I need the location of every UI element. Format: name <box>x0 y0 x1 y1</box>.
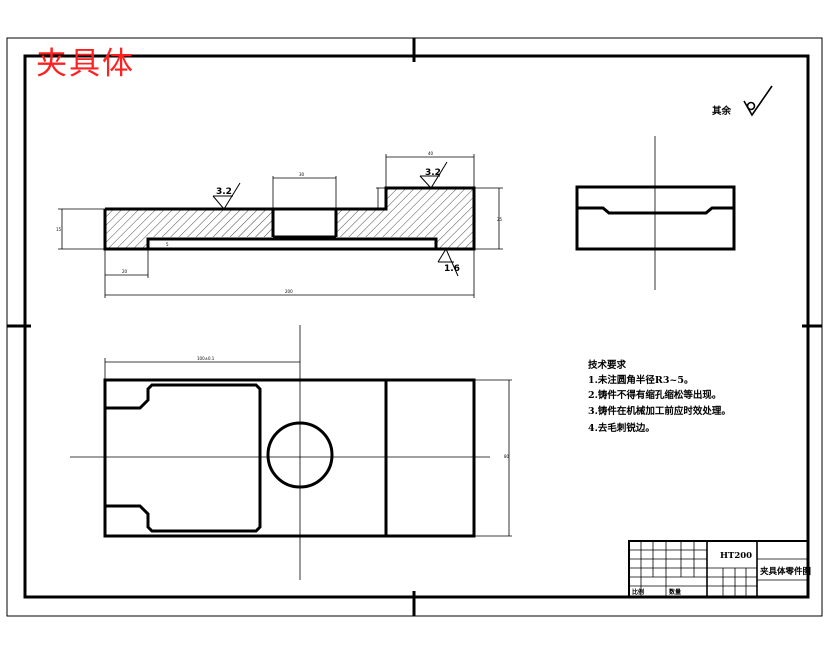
dim-overall-length: 200 <box>285 289 293 294</box>
tech-req-item-3: 3.铸件在机械加工前应时效处理。 <box>588 405 731 417</box>
general-roughness-note: 其余 <box>712 85 773 117</box>
technical-requirements: 技术要求 1.未注圆角半径R3~5。 2.铸件不得有缩孔缩松等出现。 3.铸件在… <box>588 359 731 434</box>
roughness-bottom: 1.6 <box>444 264 460 274</box>
title-block-material: HT200 <box>720 551 752 561</box>
dim-inner-groove: 5 <box>166 242 169 247</box>
roughness-general-label: 其余 <box>712 105 732 117</box>
front-section-view: 30 40 15 25 20 200 5 3.2 3.2 1.6 <box>56 151 503 298</box>
tech-req-item-2: 2.铸件不得有缩孔缩松等出现。 <box>588 389 721 401</box>
tech-req-heading: 技术要求 <box>588 359 627 371</box>
dim-plan-offset: 100±0.1 <box>197 356 215 361</box>
title-block-misc-1: 比例 <box>632 588 644 596</box>
roughness-symbol-icon <box>743 85 773 117</box>
tech-req-item-1: 1.未注圆角半径R3~5。 <box>588 374 694 386</box>
roughness-top-right: 3.2 <box>425 168 441 178</box>
drawing-frame <box>23 54 810 599</box>
drawing-stamp-title: 夹具体 <box>36 46 135 82</box>
roughness-symbol-icon <box>212 161 459 277</box>
roughness-top-left: 3.2 <box>216 187 232 197</box>
dim-step-width: 40 <box>428 151 434 156</box>
title-block-drawing-name: 夹具体零件图 <box>760 566 811 577</box>
dim-right-height: 25 <box>497 217 503 222</box>
side-view <box>575 136 736 290</box>
title-block: HT200 夹具体零件图 比例 数量 <box>628 540 811 598</box>
title-block-misc-2: 数量 <box>669 588 681 596</box>
sheet-trim-border <box>6 37 823 617</box>
dim-slot-width: 30 <box>299 172 305 177</box>
dim-plan-height: 80 <box>504 454 510 459</box>
tech-req-item-4: 4.去毛刺锐边。 <box>588 422 655 434</box>
plan-view: 100±0.1 80 <box>70 325 512 580</box>
dim-left-height: 15 <box>56 227 62 232</box>
centering-marks <box>7 38 822 616</box>
dim-bottom-left-offset: 20 <box>122 269 128 274</box>
